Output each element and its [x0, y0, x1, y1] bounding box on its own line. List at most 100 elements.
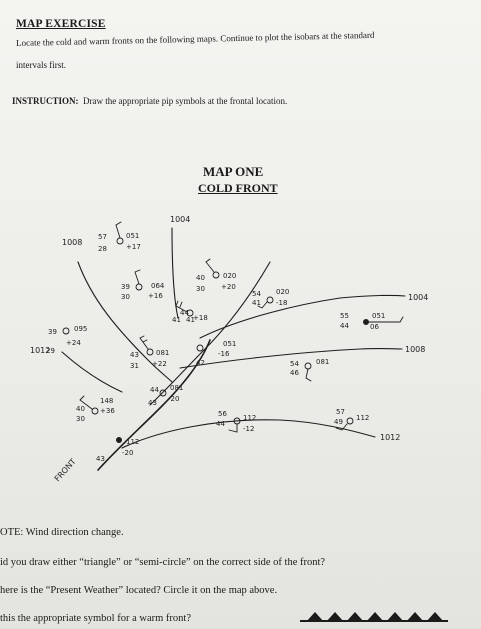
isobar-label: 1012: [30, 346, 50, 355]
station-tendency: +17: [126, 243, 141, 251]
wind-barb: [335, 423, 348, 431]
instruction-text: Draw the appropriate pip symbols at the …: [83, 96, 288, 106]
station-temp: 41: [172, 316, 181, 324]
station-temp: 57: [98, 233, 107, 241]
station-circle: [186, 309, 194, 317]
pip-symbols: [300, 612, 448, 622]
wind-barb: [257, 301, 268, 309]
station-temp: 57: [336, 408, 345, 416]
station-tendency: +36: [100, 407, 115, 415]
station-pressure: 051: [372, 312, 385, 320]
station-circle: [196, 344, 204, 352]
station-tendency: -20: [168, 395, 179, 403]
isobar-label: 1004: [170, 215, 190, 224]
wind-barb: [175, 300, 188, 313]
station-pressure: 064: [151, 282, 165, 290]
station-temp: 40: [196, 274, 205, 282]
station-dew: 41: [186, 316, 195, 324]
station-temp: 40: [76, 405, 85, 413]
station-pressure: 081: [170, 384, 183, 392]
station-circle: [116, 237, 124, 245]
station-pressure: 148: [100, 397, 113, 405]
station-temp: 43: [96, 455, 105, 463]
map-subtitle: COLD FRONT: [198, 181, 278, 195]
station-circle: [135, 283, 143, 291]
station-temp: 56: [218, 410, 227, 418]
wind-barb: [115, 221, 122, 239]
isobar-label: 1008: [62, 238, 82, 247]
exercise-heading: MAP EXERCISE: [16, 18, 106, 30]
instruction-line-2: intervals first.: [16, 60, 66, 70]
station-tendency: 06: [370, 323, 379, 331]
wind-barb: [134, 269, 141, 285]
isobar-1008-west: [61, 351, 123, 393]
isobar-label: 1004: [408, 293, 428, 302]
cold-front-line: [97, 339, 211, 471]
station-tendency: +16: [148, 292, 163, 300]
station-dew: 49: [334, 418, 343, 426]
station-dew: 28: [98, 245, 107, 253]
station-circle-filled: [116, 437, 122, 443]
question-warm-front-symbol: this the appropriate symbol for a warm f…: [0, 613, 191, 624]
station-circle: [346, 417, 354, 425]
station-temp: 44: [180, 309, 189, 317]
station-dew: 44: [216, 420, 225, 428]
wind-barb: [228, 423, 238, 433]
station-pressure: 112: [126, 438, 139, 446]
station-circle: [91, 407, 99, 415]
wind-barb: [79, 395, 93, 410]
wind-barb: [139, 335, 149, 350]
station-pressure: 112: [356, 414, 369, 422]
station-dew: 29: [46, 347, 55, 355]
station-circle: [62, 327, 70, 335]
instruction-label: INSTRUCTION:: [12, 96, 79, 106]
station-temp: 54: [290, 360, 299, 368]
station-tendency: -18: [276, 299, 287, 307]
station-tendency: -12: [243, 425, 254, 433]
front-label: FRONT: [53, 457, 78, 483]
isobar-diagonal: [149, 261, 271, 406]
isobar-label: 1008: [405, 345, 425, 354]
station-dew: 43: [148, 399, 157, 407]
station-tendency: +22: [152, 360, 167, 368]
station-tendency: +20: [221, 283, 236, 291]
isobar-1012-east: [121, 419, 376, 449]
instruction-paragraph: INSTRUCTION: Draw the appropriate pip sy…: [12, 96, 287, 106]
station-circle: [146, 348, 154, 356]
station-temp: 55: [340, 312, 349, 320]
station-dew: 46: [290, 369, 299, 377]
station-temp: 54: [252, 290, 261, 298]
station-tendency: -16: [218, 350, 230, 358]
station-circle: [266, 296, 274, 304]
station-temp: 39: [121, 283, 130, 291]
wind-barb: [365, 316, 404, 323]
station-dew: 44: [340, 322, 349, 330]
question-present-weather: here is the “Present Weather” located? C…: [0, 585, 278, 596]
map-title: MAP ONE: [203, 164, 264, 179]
station-pressure: 095: [74, 325, 87, 333]
station-pressure: 051: [223, 340, 236, 348]
station-dew: 42: [196, 359, 205, 367]
isobar-1008-east: [179, 348, 403, 369]
station-tendency: -20: [122, 449, 133, 457]
station-pressure: 081: [156, 349, 169, 357]
wind-barb: [205, 258, 215, 273]
station-circle: [159, 389, 167, 397]
station-dew: 30: [121, 293, 130, 301]
station-temp: 43: [130, 351, 139, 359]
station-dew: 41: [252, 299, 261, 307]
station-tendency: +24: [66, 339, 81, 347]
wind-barb: [305, 368, 312, 382]
station-pressure: 112: [243, 414, 256, 422]
station-dew: 30: [76, 415, 85, 423]
isobar-label: 1012: [380, 433, 400, 442]
question-pip-side: id you draw either “triangle” or “semi-c…: [0, 557, 326, 568]
isobar-1004-west: [77, 261, 173, 383]
station-pressure: 020: [223, 272, 236, 280]
station-dew: 31: [130, 362, 139, 370]
station-temp: 44: [150, 386, 159, 394]
station-temp: 39: [48, 328, 57, 336]
station-dew: 30: [196, 285, 205, 293]
